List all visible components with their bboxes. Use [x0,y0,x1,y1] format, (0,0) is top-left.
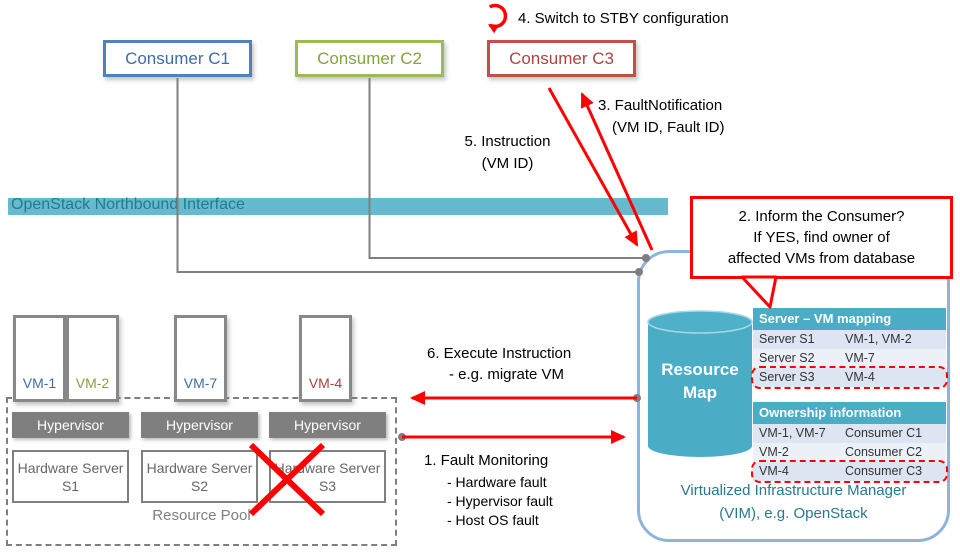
vim-caption-line1: Virtualized Infrastructure Manager [680,482,907,499]
consumer-c2-box: Consumer C2 [295,40,444,77]
table-header: Ownership information [753,402,946,424]
step3-label-line2: (VM ID, Fault ID) [612,119,725,136]
consumer-c1-box: Consumer C1 [103,40,252,77]
table-row-highlighted: Server S3 VM-4 [751,366,948,389]
consumer-c3-box: Consumer C3 [487,40,636,77]
resource-map-label: Resource Map [661,360,739,402]
table-row: Server S1 VM-1, VM-2 [753,330,946,349]
ownership-information-table: Ownership information VM-1, VM-7 Consume… [751,402,948,483]
connector-dot [398,433,406,441]
table-header: Server – VM mapping [753,308,946,330]
loop-arrow-icon [488,3,508,34]
fault-notification-arrow [580,92,654,251]
hypervisor-1: Hypervisor [12,412,129,438]
vm-2-box: VM-2 [66,315,119,402]
step1-item-hostos: - Host OS fault [447,512,539,528]
step5-label-line1: 5. Instruction [464,133,551,150]
table-row-highlighted: VM-4 Consumer C3 [751,460,948,483]
hypervisor-3: Hypervisor [269,412,386,438]
step1-item-hypervisor: - Hypervisor fault [447,493,553,509]
table-row: Server S2 VM-7 [753,349,946,368]
step4-label: 4. Switch to STBY configuration [518,10,729,27]
resource-map-cylinder [647,310,753,457]
table-row: VM-1, VM-7 Consumer C1 [753,424,946,443]
hardware-server-s3: Hardware Server S3 [269,450,386,503]
table-row: VM-2 Consumer C2 [753,443,946,462]
inform-consumer-box: 2. Inform the Consumer? If YES, find own… [690,196,953,279]
hypervisor-2: Hypervisor [141,412,258,438]
northbound-interface-label: OpenStack Northbound Interface [11,196,245,213]
resource-pool-label: Resource Pool [152,507,251,524]
step6-label-line2: - e.g. migrate VM [449,366,565,383]
step1-label: 1. Fault Monitoring [424,452,549,469]
hardware-server-s2: Hardware Server S2 [141,450,258,503]
consumer-c1-connector-line [176,78,639,273]
cylinder-body [648,322,752,457]
vm-1-box: VM-1 [13,315,66,402]
vim-caption-line2: (VIM), e.g. OpenStack [719,505,868,522]
step6-label-line1: 6. Execute Instruction [427,345,572,362]
step3-label-line1: 3. FaultNotification [598,97,723,114]
vm-7-box: VM-7 [174,315,227,402]
step1-item-hardware: - Hardware fault [447,474,547,490]
cylinder-top [647,310,753,334]
hardware-server-s1: Hardware Server S1 [12,450,129,503]
step5-label-line2: (VM ID) [481,155,534,172]
server-vm-mapping-table: Server – VM mapping Server S1 VM-1, VM-2… [751,308,948,389]
vm-4-box: VM-4 [299,315,352,402]
